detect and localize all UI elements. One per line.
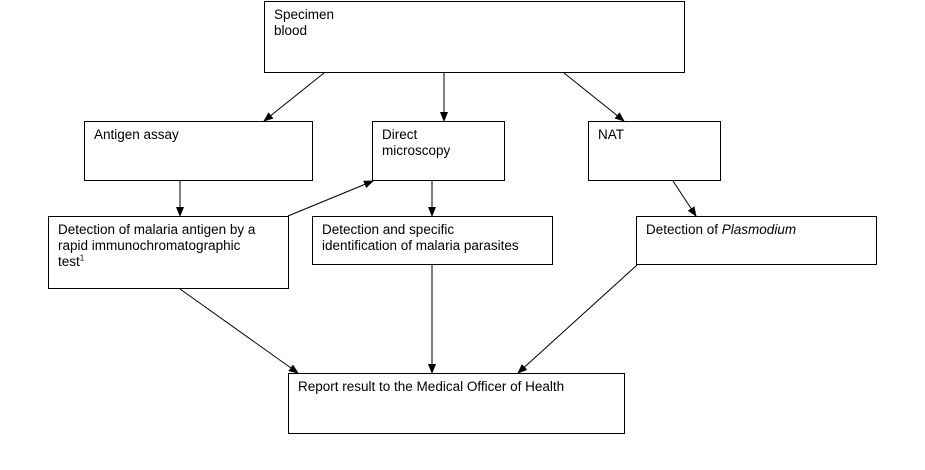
specimen-type: blood — [274, 23, 308, 38]
arrow-plasmodium-detection-to-report — [517, 264, 638, 374]
antigen-assay-box: Antigen assay — [84, 121, 313, 181]
specimen-title: Specimen — [274, 7, 335, 22]
nat-label: NAT — [598, 127, 624, 142]
arrow-specimen-to-antigen-assay — [263, 72, 325, 122]
report-box: Report result to the Medical Officer of … — [288, 373, 625, 434]
direct-microscopy-line1: Direct — [382, 127, 418, 142]
parasite-identification-line1: Detection and specific — [322, 222, 455, 237]
report-label: Report result to the Medical Officer of … — [298, 379, 565, 394]
antigen-assay-label: Antigen assay — [94, 127, 179, 142]
specimen-box: Specimen blood — [264, 1, 685, 73]
parasite-identification-line2: identification of malaria parasites — [322, 238, 519, 253]
plasmodium-detection-line: Detection of Plasmodium — [646, 222, 867, 238]
direct-microscopy-line2: microscopy — [382, 143, 451, 158]
parasite-identification-box: Detection and specific identification of… — [312, 216, 553, 265]
antigen-detection-box: Detection of malaria antigen by a rapid … — [48, 216, 289, 289]
arrow-antigen-detection-to-direct-microscopy — [287, 180, 374, 217]
antigen-detection-line3: test1 — [58, 254, 279, 270]
direct-microscopy-box: Direct microscopy — [372, 121, 505, 181]
nat-box: NAT — [588, 121, 721, 181]
antigen-detection-test-word: test — [58, 254, 80, 269]
plasmodium-detection-box: Detection of Plasmodium — [636, 216, 877, 265]
plasmodium-organism: Plasmodium — [721, 222, 797, 237]
arrow-antigen-detection-to-report — [179, 288, 299, 374]
antigen-detection-line2: rapid immunochromatographic — [58, 238, 241, 253]
footnote-marker: 1 — [79, 253, 85, 263]
arrow-specimen-to-nat — [563, 72, 625, 122]
plasmodium-detection-prefix: Detection of — [646, 222, 722, 237]
antigen-detection-line1: Detection of malaria antigen by a — [58, 222, 256, 237]
arrow-nat-to-plasmodium-detection — [672, 180, 697, 217]
